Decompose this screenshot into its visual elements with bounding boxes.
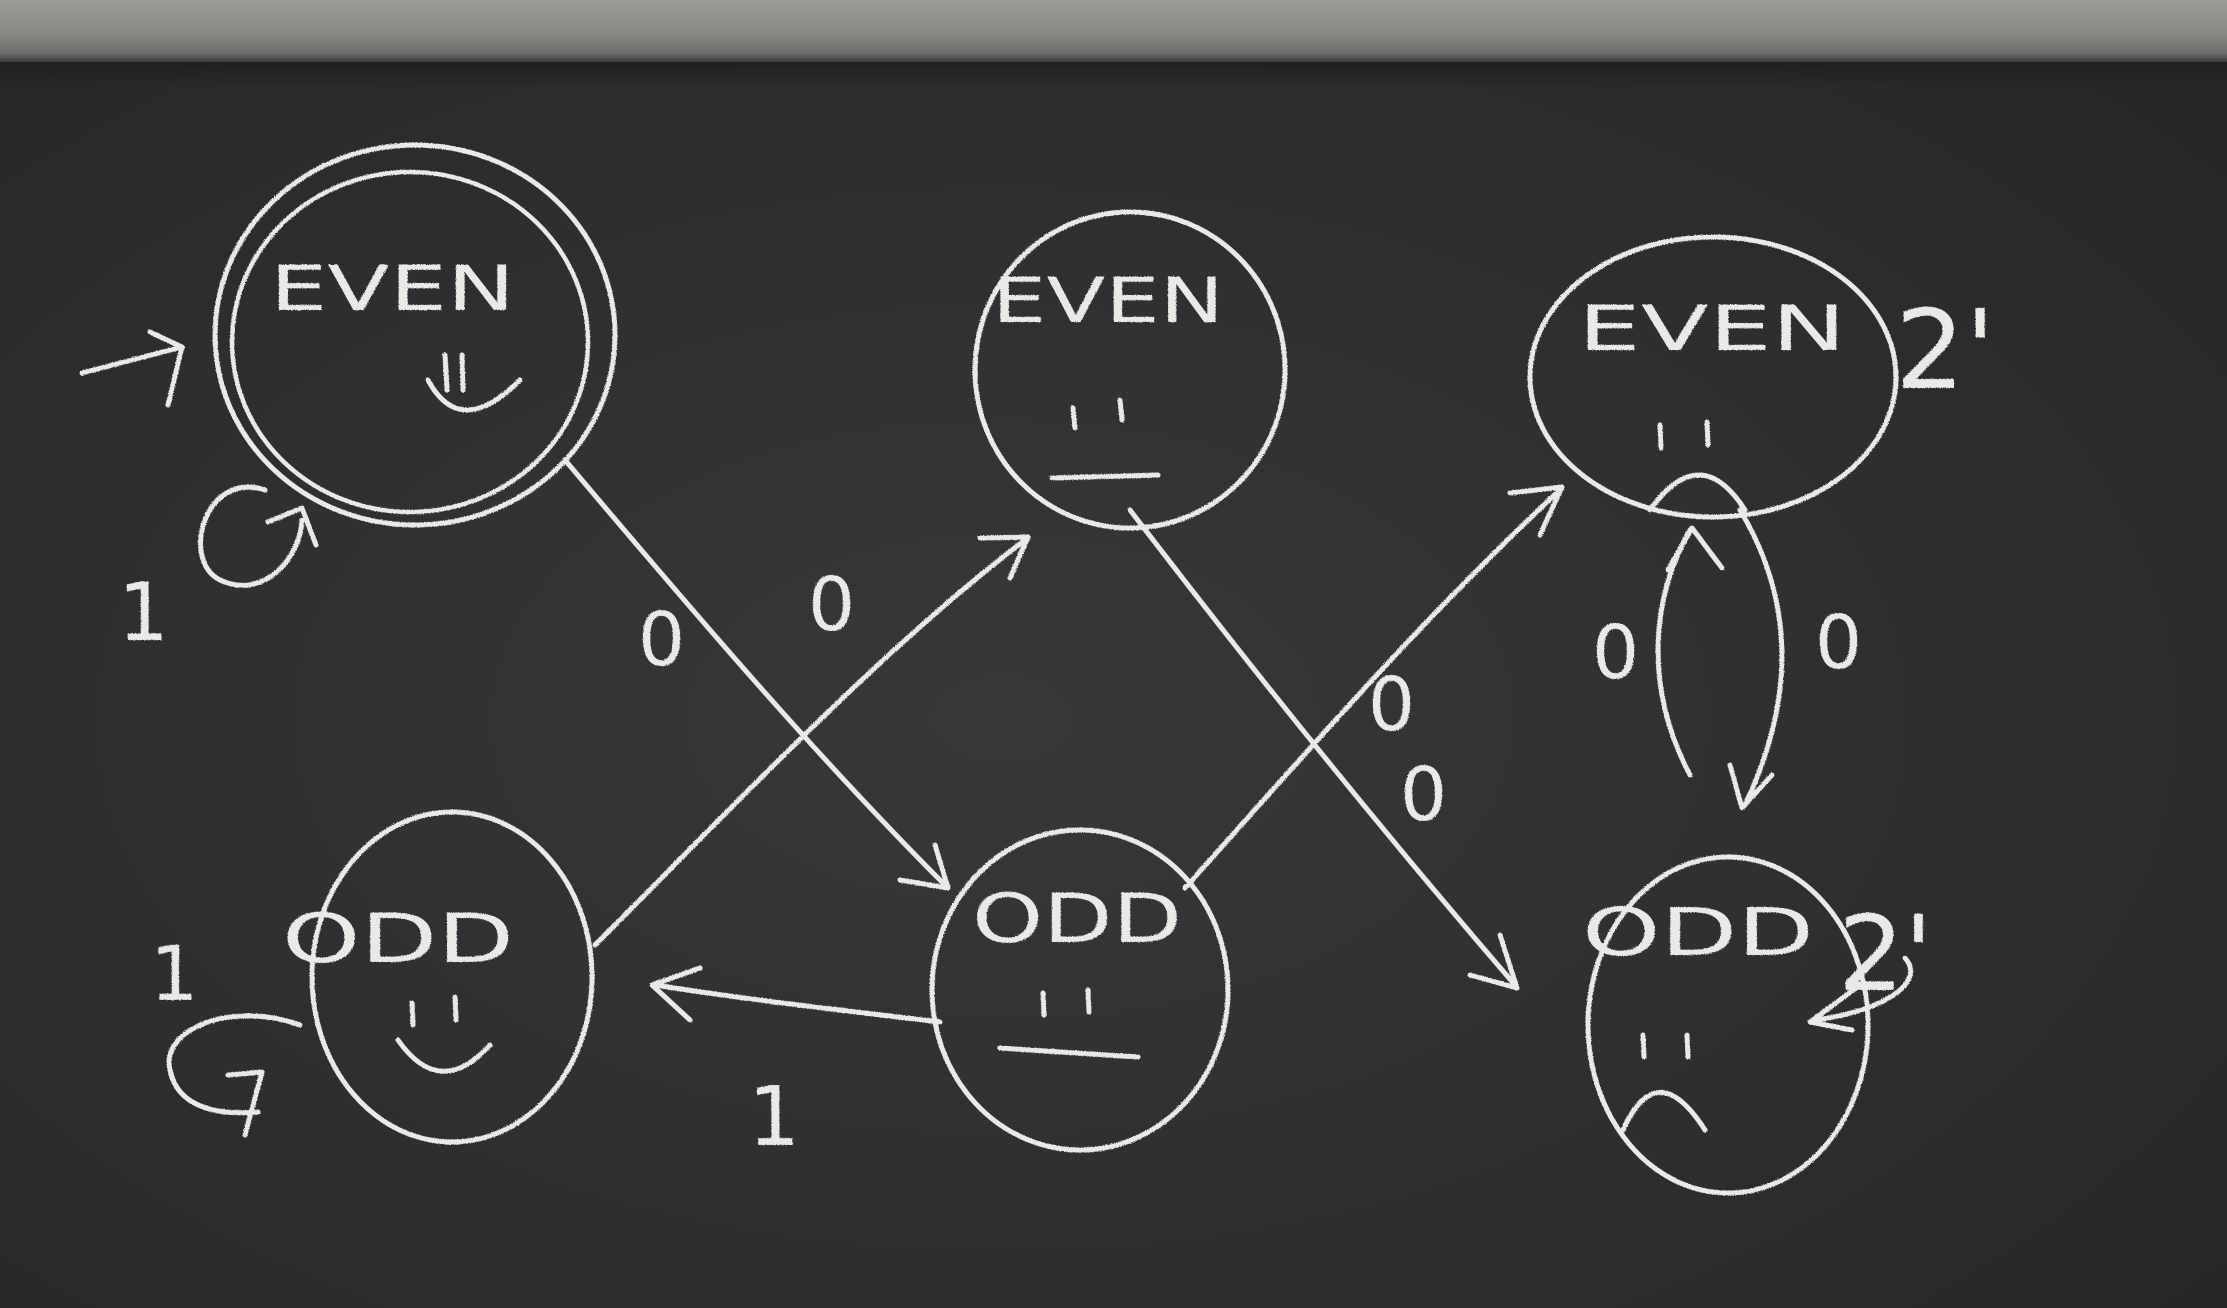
state-even-happy: EVEN [212,142,618,528]
self-loop-even-happy: 1 [118,484,319,659]
transition-label: 0 [1592,610,1639,696]
sad-face-icon [1647,419,1748,513]
arrow-odd-happy-to-even-neutral: 0 [592,534,1031,948]
state-circle [1527,234,1899,520]
state-label: EVEN [1578,292,1846,365]
state-label: ODD [1582,894,1814,971]
arrow-even-neutral-to-odd-sad: 0 [1127,507,1520,991]
happy-face-icon [425,352,523,413]
chalk-ledge [0,0,2227,62]
arrow-odd-neutral-to-odd-happy: 1 [649,965,943,1165]
transition-label: 1 [118,566,169,659]
state-circle [929,827,1231,1153]
transition-label: 0 [1368,662,1415,748]
happy-face-icon [395,994,493,1074]
state-even-sad: EVEN [1527,234,1899,520]
state-circle-outer [212,142,618,528]
arrow-even-sad-to-odd-sad: 0 [1727,507,1862,811]
transition-label: 0 [638,597,685,683]
state-label: ODD [972,880,1182,959]
transition-label: 2' [1838,893,1933,1015]
state-odd-neutral: ODD [929,827,1231,1153]
self-loop-odd-sad: 2' [1807,893,1933,1033]
state-circle [1585,854,1871,1196]
arrow-even-happy-to-odd-neutral: 0 [562,457,951,891]
neutral-face-icon [997,987,1141,1060]
arrow-odd-sad-to-even-sad: 0 [1592,525,1725,778]
state-circle [309,809,595,1145]
state-label: EVEN [992,264,1224,337]
start-arrow [79,329,185,408]
state-even-neutral: EVEN [972,209,1288,531]
state-odd-sad: ODD [1582,854,1871,1196]
self-loop-odd-happy: 1 [150,929,303,1138]
transition-label: 0 [1400,752,1447,838]
sad-face-icon [1620,1032,1708,1133]
state-label: EVEN [270,252,515,325]
state-circle [972,209,1288,531]
state-circle-inner [229,169,591,515]
ledge-shadow [0,62,2227,88]
transition-label: 1 [748,1070,800,1165]
transition-label: 0 [808,562,855,648]
state-label: ODD [282,900,514,979]
arrow-odd-neutral-to-even-sad: 0 [1182,484,1565,891]
neutral-face-icon [1049,397,1161,481]
transition-label: 1 [150,929,198,1018]
transition-label: 0 [1815,600,1862,686]
state-odd-happy: ODD [282,809,595,1145]
transition-label: 2' [1895,286,1995,414]
